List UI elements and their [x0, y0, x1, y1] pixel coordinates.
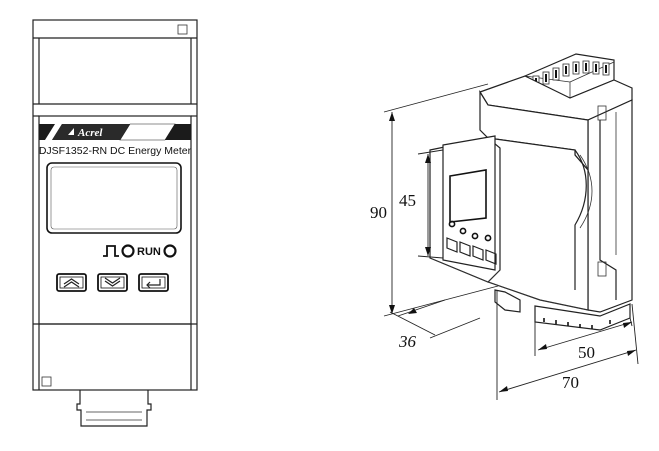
- isometric-view: 90 45 36 50: [370, 53, 639, 400]
- housing: [429, 75, 633, 313]
- top-latch: [177, 24, 188, 35]
- dimension-45: 45: [399, 149, 444, 259]
- enter-icon: [146, 279, 161, 289]
- dimension-50: 50: [534, 317, 633, 362]
- lcd-window: [46, 162, 182, 234]
- brand-mark-icon: [68, 128, 74, 135]
- model-label: DJSF1352-RN DC Energy Meter: [39, 145, 192, 157]
- meter-body: [32, 19, 198, 391]
- brand-strip: Acrel: [39, 123, 191, 141]
- din-clip: [76, 390, 152, 427]
- double-chevron-down-icon: [104, 277, 121, 287]
- pulse-led: [121, 244, 135, 258]
- iso-lcd-window: [449, 169, 487, 223]
- dimension-label-45: 45: [399, 191, 416, 210]
- dimension-label-90: 90: [370, 203, 387, 222]
- dimension-90: 90: [370, 83, 499, 317]
- front-view: Acrel DJSF1352-RN DC Energy Meter RUN: [32, 19, 198, 427]
- pulse-icon: [103, 245, 119, 257]
- run-led: [163, 244, 177, 258]
- button-down[interactable]: [97, 273, 128, 292]
- bottom-latch-marker: [41, 376, 52, 387]
- button-up[interactable]: [56, 273, 87, 292]
- double-chevron-up-icon: [63, 278, 80, 288]
- brand-logo: Acrel: [77, 127, 103, 139]
- indicator-row: RUN: [103, 244, 177, 258]
- dimension-36: 36: [389, 299, 481, 351]
- dimension-label-50: 50: [578, 343, 595, 362]
- dimension-70: 70: [496, 290, 639, 400]
- button-enter[interactable]: [138, 273, 169, 292]
- dimension-label-36: 36: [398, 332, 417, 351]
- dimension-label-70: 70: [562, 373, 579, 392]
- run-label: RUN: [137, 246, 161, 258]
